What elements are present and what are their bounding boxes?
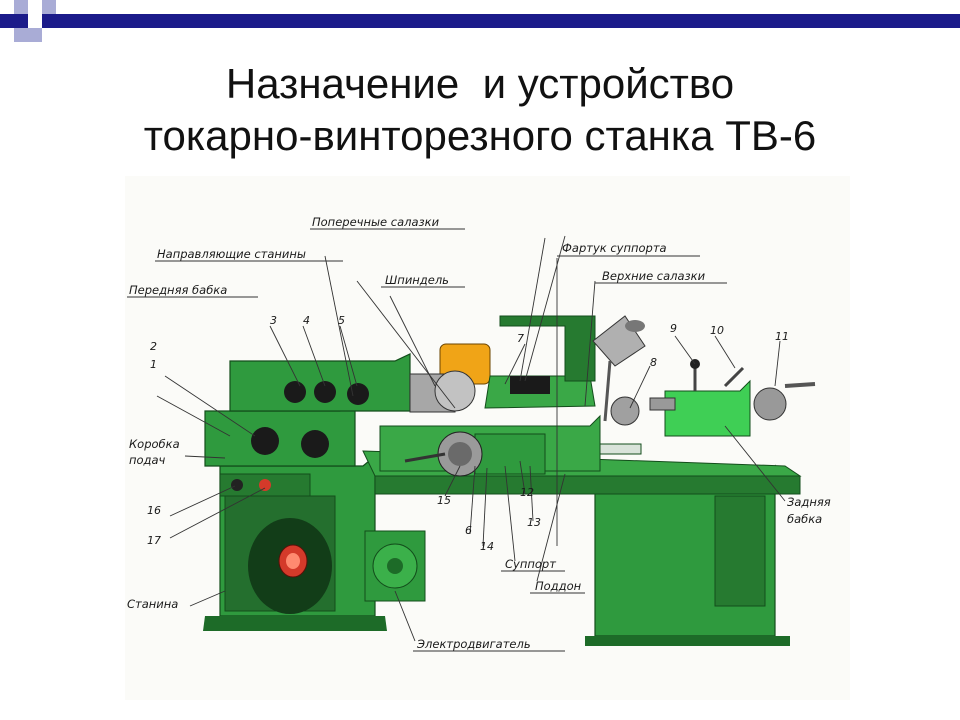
tailstock [649,359,816,437]
label-carriage: Суппорт [505,557,556,571]
callout-2: 2 [150,340,157,353]
carriage-apron [379,414,601,477]
deco-square [28,14,42,28]
feed-box [204,399,356,497]
label-tailstock-1: Задняя [787,495,831,509]
bed-right-pedestal [585,464,790,646]
leader-lines [156,235,786,642]
callout-4: 4 [303,314,310,327]
deco-square [42,14,56,28]
cross-slide [484,315,596,409]
label-chip-tray: Поддон [535,579,582,593]
callout-12: 12 [520,486,534,499]
label-spindle: Шпиндель [385,273,449,287]
deco-square [28,28,42,42]
deco-square [56,0,70,14]
slide-title: Назначение и устройство токарно-винторез… [0,58,960,162]
callout-3: 3 [270,314,277,327]
callout-6: 6 [465,524,472,537]
label-bed: Станина [127,597,178,611]
label-headstock: Передняя бабка [129,283,227,297]
callout-13: 13 [527,516,541,529]
callout-15: 15 [437,494,451,507]
label-bed-ways: Направляющие станины [157,247,306,261]
deco-square [14,14,28,28]
label-feed-box-1: Коробка [129,437,180,451]
callout-5: 5 [338,314,345,327]
callout-10: 10 [710,324,724,337]
label-tailstock-2: бабка [787,512,822,526]
callout-11: 11 [775,330,789,343]
title-line-2: токарно-винторезного станка ТВ-6 [143,112,817,159]
header-bar [0,14,960,28]
title-line-1: Назначение и устройство [225,60,735,107]
callout-1: 1 [150,358,157,371]
label-motor: Электродвигатель [416,637,531,651]
label-cross-slide: Поперечные салазки [312,215,440,229]
callout-16: 16 [147,504,161,517]
deco-square [42,0,56,14]
callout-17: 17 [147,534,161,547]
label-feed-box-2: подач [129,453,166,467]
lathe-diagram: Поперечные салазки Направляющие станины … [125,176,850,700]
spindle-chuck [409,343,491,413]
deco-square [14,0,28,14]
electric-motor [364,530,426,602]
lathe-illustration: Поперечные салазки Направляющие станины … [127,215,831,652]
headstock [229,353,411,412]
callout-7: 7 [517,332,524,345]
label-top-slide: Верхние салазки [602,269,706,283]
deco-square [14,28,28,42]
callout-9: 9 [670,322,677,335]
callout-8: 8 [650,356,657,369]
label-apron: Фартук суппорта [562,241,667,255]
slide-header-decoration [0,0,960,42]
work-lamp [592,315,646,426]
callout-14: 14 [480,540,494,553]
